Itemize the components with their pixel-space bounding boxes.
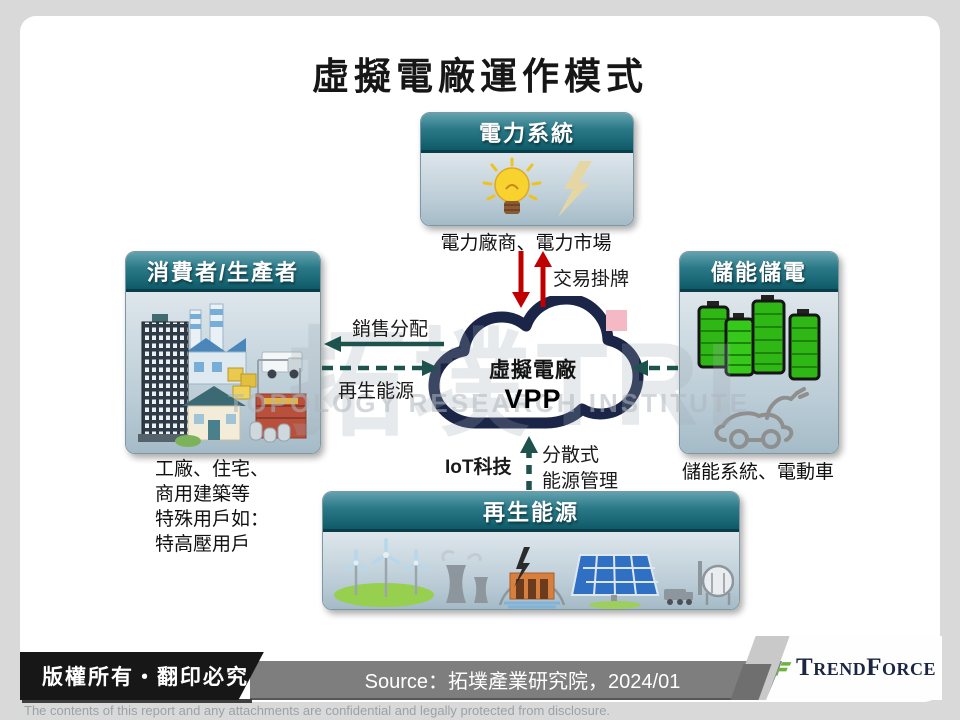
copyright-ribbon-shadow <box>22 699 252 703</box>
vpp-abbr: VPP <box>504 383 562 414</box>
source-text: Source：拓墣產業研究院，2024/01 <box>364 671 681 693</box>
node-renewable-energy: 再生能源 <box>322 491 740 610</box>
electric-car-icon <box>714 387 809 449</box>
trendforce-wordmark: TrendForce <box>796 654 936 681</box>
source-bar: Source：拓墣產業研究院，2024/01 <box>250 661 795 700</box>
node-renewable-energy-header: 再生能源 <box>323 492 739 532</box>
label-sales-distribution: 銷售分配 <box>352 319 429 340</box>
lightbulb-and-bolt-icon <box>482 157 592 217</box>
power-system-caption: 電力廠商、電力市場 <box>440 233 612 254</box>
trendforce-logo: TrendForce <box>766 636 942 700</box>
renewables-illustration <box>334 537 734 609</box>
label-distributed-2: 能源管理 <box>542 471 619 492</box>
node-power-system: 電力系統 <box>420 112 634 226</box>
node-energy-storage: 儲能儲電 <box>679 251 839 454</box>
node-energy-storage-header: 儲能儲電 <box>680 252 838 292</box>
vpp-name: 虛擬電廠 <box>489 358 577 382</box>
node-consumer-producer: 消費者/生產者 <box>125 251 321 454</box>
label-trading: 交易掛牌 <box>553 269 630 290</box>
label-distributed-1: 分散式 <box>542 445 600 466</box>
label-iot: IoT科技 <box>445 457 512 478</box>
watermark-pink-square <box>606 310 627 331</box>
disclaimer-text: The contents of this report and any atta… <box>24 703 611 718</box>
node-power-system-header: 電力系統 <box>421 113 633 153</box>
storage-caption: 儲能系統、電動車 <box>681 462 834 483</box>
consumer-caption: 工廠、住宅、 商用建築等 特殊用戶如： 特高壓用戶 <box>155 459 270 555</box>
vpp-cloud-label: 虛擬電廠 VPP <box>418 296 648 446</box>
copyright-text: 版權所有・翻印必究 <box>42 666 249 689</box>
copyright-ribbon: 版權所有・翻印必究 <box>20 652 264 700</box>
page-title: 虛擬電廠運作模式 <box>312 54 648 98</box>
label-renewable-energy: 再生能源 <box>338 381 415 402</box>
buildings-illustration <box>138 303 307 447</box>
watermark-institute: TOPOLOGY RESEARCH INSTITUTE <box>228 388 751 418</box>
vpp-cloud <box>428 296 644 429</box>
node-consumer-producer-header: 消費者/生產者 <box>126 252 320 292</box>
watermark-cjk: 拓墣TRI <box>288 319 745 451</box>
batteries-icon <box>697 295 821 381</box>
